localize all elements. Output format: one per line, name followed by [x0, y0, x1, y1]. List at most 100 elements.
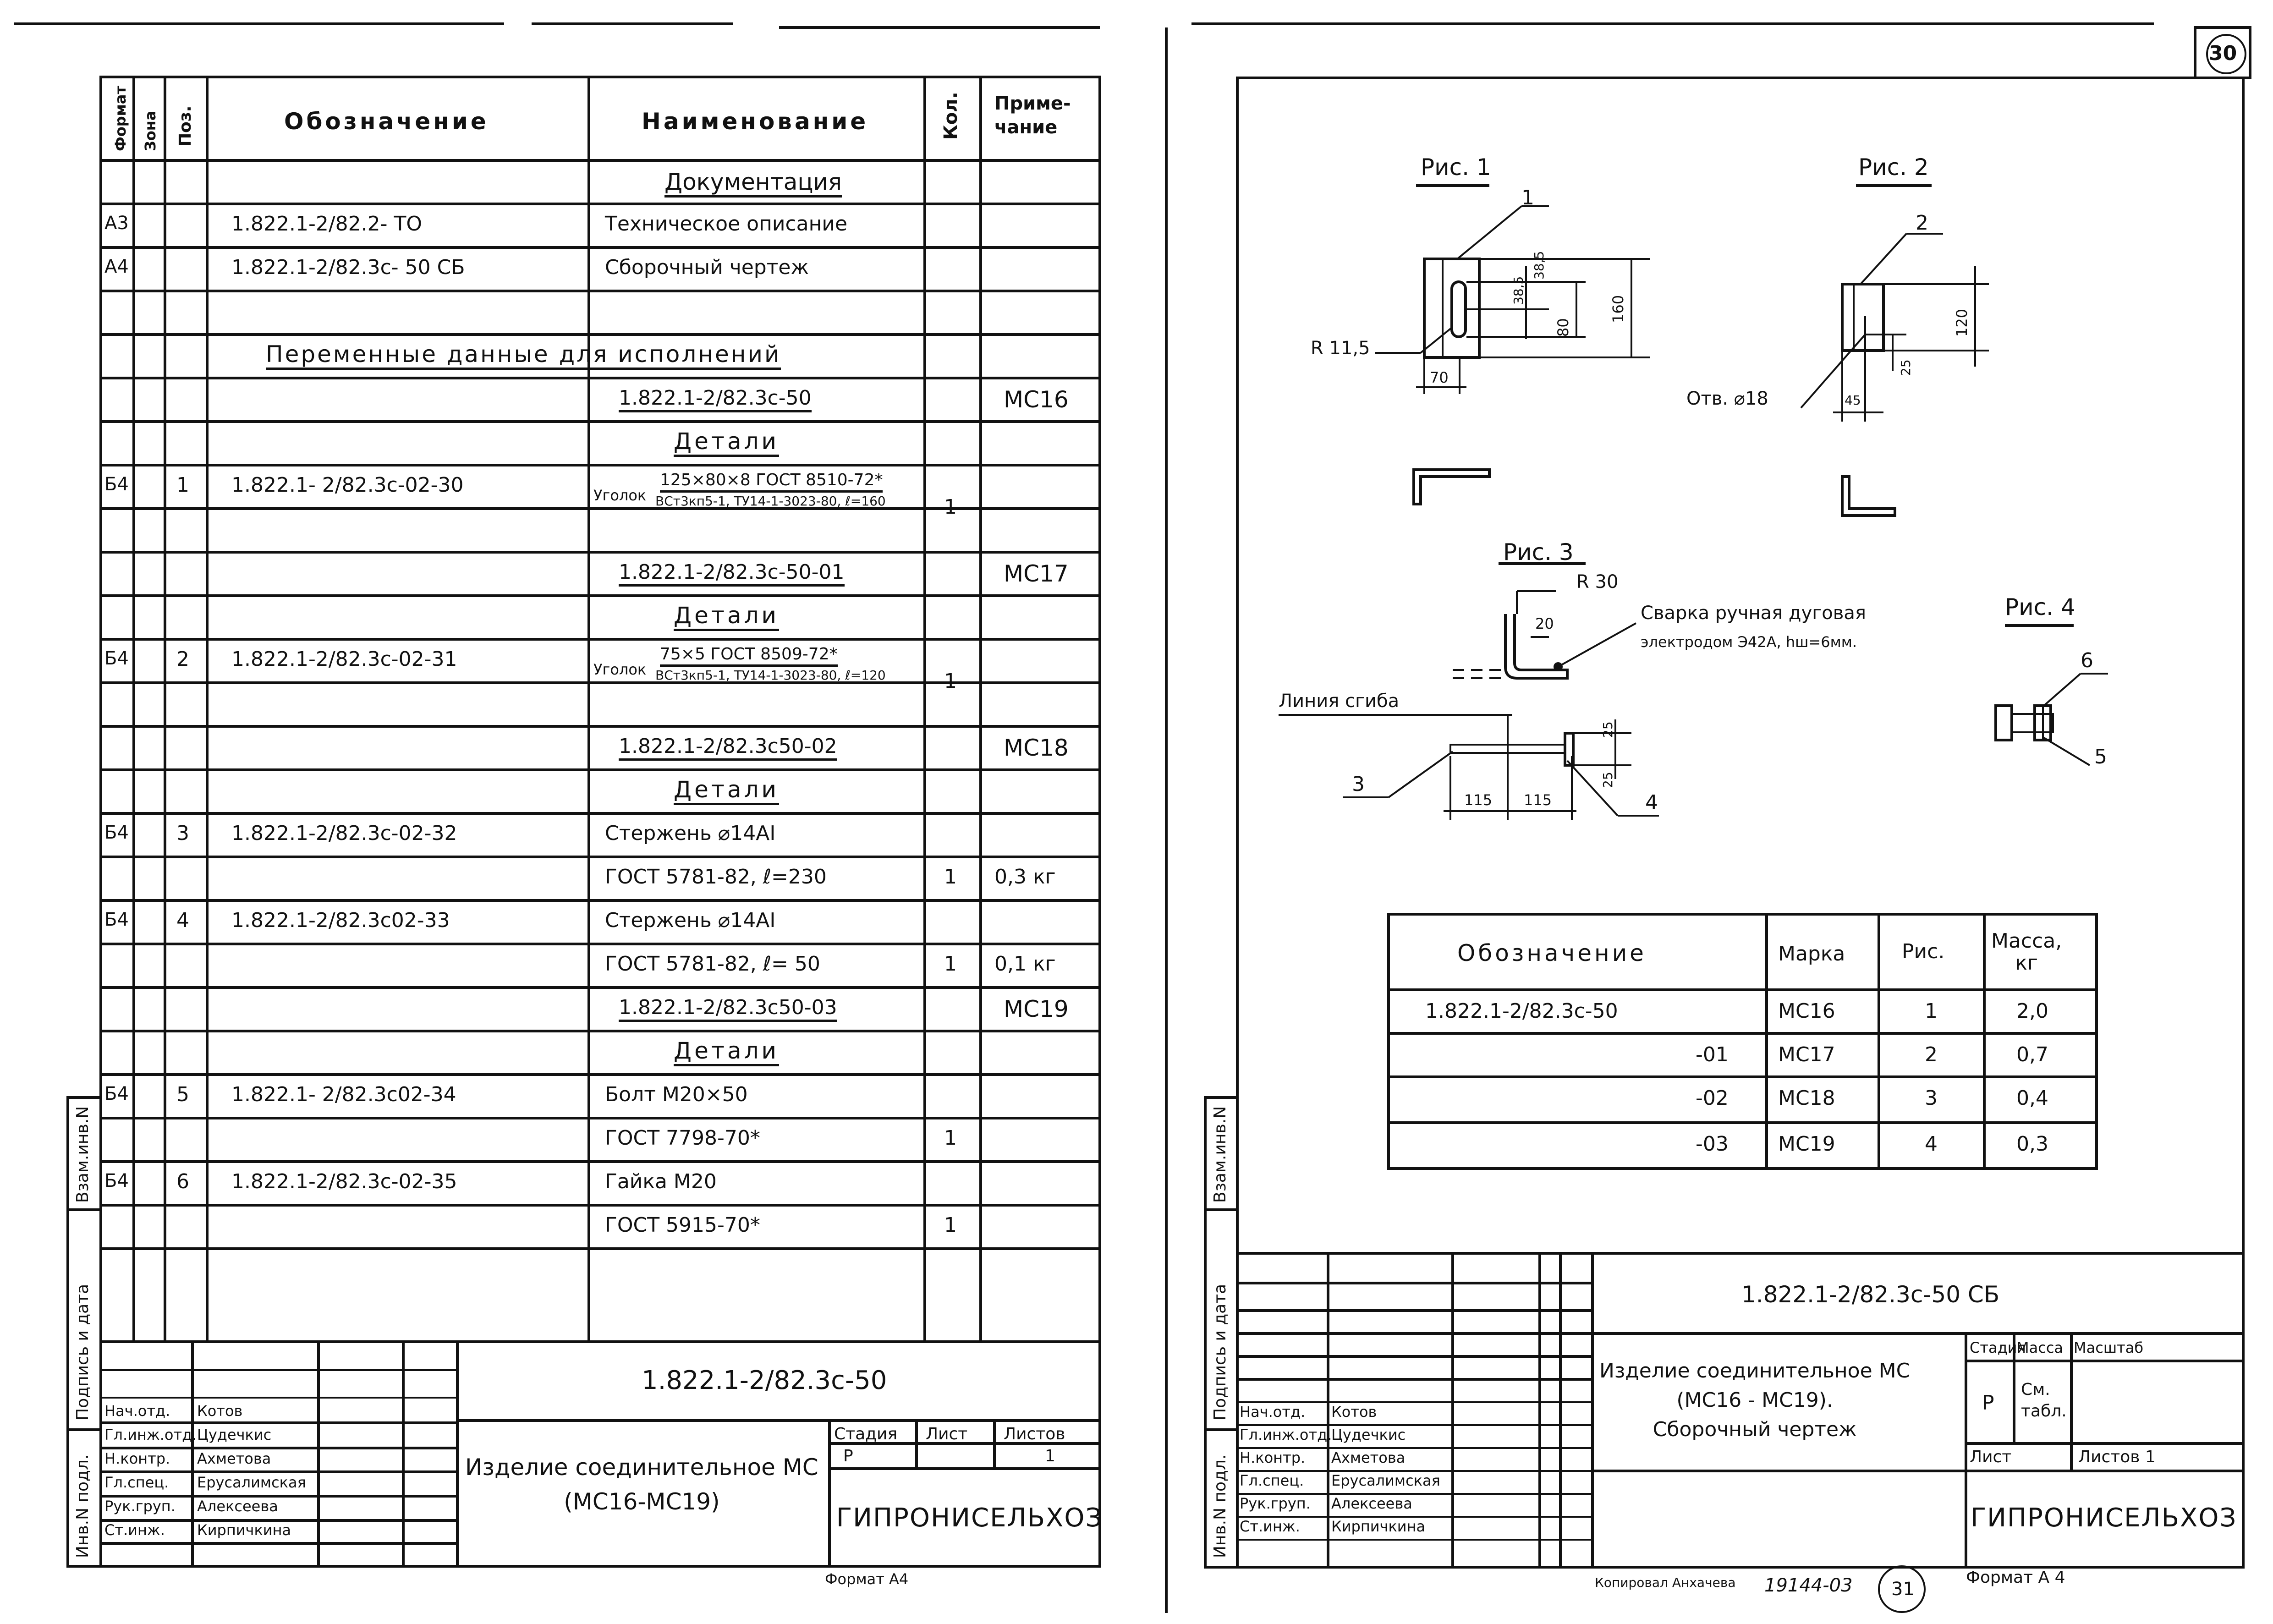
- fig1-dim-b: 38,5: [1532, 251, 1547, 280]
- fig3-title: Рис. 3: [1503, 539, 1574, 565]
- fig3-dim-c: 25: [1600, 721, 1615, 738]
- fig3-dim-b: 115: [1524, 791, 1552, 809]
- right-side-sign: Подпись и дата: [1211, 1284, 1230, 1421]
- header-designation: Обозначение: [284, 108, 489, 135]
- variant-doc: 1.822.1-2/82.3с50-03: [619, 998, 837, 1022]
- variant-details: Детали: [674, 1039, 780, 1066]
- mass-table-h3: Рис.: [1902, 940, 1945, 963]
- staff-role: Н.контр.: [1240, 1449, 1306, 1466]
- staff-name: Алексеева: [197, 1498, 278, 1515]
- row-name2: ГОСТ 5915-70*: [605, 1213, 760, 1237]
- row-name1: Болт М20×50: [605, 1083, 748, 1106]
- fig1-dim-e: 70: [1430, 369, 1449, 386]
- mass-table-cell: МС19: [1778, 1132, 1835, 1156]
- row-designation: 1.822.1- 2/82.3с-02-30: [231, 473, 464, 497]
- row-designation: 1.822.1-2/82.3с-02-31: [231, 647, 457, 671]
- mass-table-cell: 3: [1925, 1086, 1938, 1110]
- row-name2: ГОСТ 5781-82, ℓ=230: [605, 865, 827, 889]
- row-pos: 1: [176, 473, 189, 497]
- variant-note: МС16: [1004, 386, 1069, 413]
- staff-role: Гл.спец.: [1240, 1472, 1304, 1489]
- fig3-bend-line: Линия сгиба: [1279, 691, 1400, 712]
- staff-role: Рук.груп.: [104, 1498, 176, 1515]
- row-qty: 1: [944, 1126, 957, 1150]
- staff-name: Цудечкис: [197, 1426, 272, 1443]
- left-sheet-label: Лист: [926, 1425, 968, 1443]
- left-side-sign: Подпись и дата: [73, 1284, 92, 1421]
- left-format-note: Формат А4: [825, 1570, 909, 1588]
- fig3-dim-a: 115: [1464, 791, 1493, 809]
- staff-name: Ерусалимская: [197, 1474, 306, 1491]
- mass-table-cell: 0,7: [2016, 1043, 2048, 1066]
- mass-table-cell: МС17: [1778, 1043, 1835, 1066]
- mass-table-cell: МС18: [1778, 1086, 1835, 1110]
- row-name-prefix: Уголок: [593, 661, 647, 678]
- staff-name: Цудечкис: [1331, 1426, 1406, 1443]
- fig4-callout6: 6: [2081, 649, 2093, 672]
- fig3-dim-d: 25: [1600, 772, 1615, 788]
- staff-role: Рук.груп.: [1240, 1495, 1311, 1512]
- row-designation: 1.822.1- 2/82.3с02-34: [231, 1083, 456, 1106]
- row-qty: 1: [944, 1213, 957, 1237]
- row-name-prefix: Уголок: [593, 487, 647, 504]
- mass-table-cell: -01: [1696, 1043, 1729, 1066]
- left-stage: Р: [843, 1447, 853, 1465]
- fig2-dim-a: 120: [1953, 308, 1971, 337]
- doc-designation: 1.822.1-2/82.3с- 50 СБ: [231, 256, 465, 279]
- right-page: 31: [1891, 1579, 1915, 1600]
- staff-role: Нач.отд.: [1240, 1403, 1306, 1421]
- left-side-vzam: Взам.инв.N: [73, 1106, 92, 1203]
- fig3-weld2: электродом Э42А, hш=6мм.: [1641, 633, 1857, 651]
- fig1-callout: 1: [1521, 186, 1534, 209]
- right-mass-label: Масса: [2016, 1339, 2064, 1356]
- doc-name: Сборочный чертеж: [605, 256, 809, 279]
- header-qty: Кол.: [940, 92, 961, 140]
- left-code: 1.822.1-2/82.3с-50: [642, 1366, 887, 1395]
- right-stage-label: Стадия: [1970, 1339, 2026, 1356]
- staff-role: Гл.инж.отд.: [104, 1426, 197, 1443]
- right-copied: Копировал Анхачева: [1595, 1575, 1736, 1590]
- left-stage-label: Стадия: [834, 1425, 898, 1443]
- variant-note: МС18: [1004, 735, 1069, 761]
- row-name1: Стержень ⌀14АI: [605, 909, 776, 932]
- staff-name: Ерусалимская: [1331, 1472, 1440, 1489]
- header-format: Формат: [112, 86, 129, 151]
- right-side-inv: Инв.N подл.: [1211, 1454, 1230, 1558]
- mass-table-h2: Марка: [1778, 942, 1845, 966]
- row-name1: Стержень ⌀14АI: [605, 822, 776, 845]
- right-mass: См. табл.: [2021, 1380, 2067, 1421]
- row-pos: 2: [176, 647, 189, 671]
- header-name: Наименование: [642, 108, 869, 135]
- right-sheet-label: Лист: [1970, 1448, 2012, 1466]
- mass-table-cell: 2: [1925, 1043, 1938, 1066]
- header-pos: Поз.: [176, 105, 195, 147]
- left-sheets-label: Листов: [1004, 1425, 1065, 1443]
- fig1-dim-c: 80: [1554, 318, 1572, 337]
- mass-table-h1: Обозначение: [1457, 940, 1647, 966]
- variant-doc: 1.822.1-2/82.3с-50: [619, 388, 812, 412]
- header-zone: Зона: [142, 110, 159, 151]
- mass-table-cell: 1.822.1-2/82.3с-50: [1425, 999, 1618, 1023]
- right-org: ГИПРОНИСЕЛЬХОЗ: [1971, 1503, 2237, 1533]
- staff-role: Нач.отд.: [104, 1402, 170, 1420]
- fig4-title: Рис. 4: [2005, 594, 2075, 620]
- row-name1: Гайка М20: [605, 1170, 717, 1193]
- staff-name: Котов: [197, 1402, 243, 1420]
- right-title: Изделие соединительное МС (МС16 - МС19).…: [1599, 1359, 1911, 1441]
- row-name2: ГОСТ 7798-70*: [605, 1126, 760, 1150]
- row-designation: 1.822.1-2/82.3с02-33: [231, 909, 450, 932]
- row-name2: ГОСТ 5781-82, ℓ= 50: [605, 952, 820, 976]
- row-pos: 3: [176, 822, 189, 845]
- row-format: Б4: [104, 822, 129, 843]
- row-name-top: 125×80×8 ГОСТ 8510-72*: [660, 472, 883, 493]
- variant-details: Детали: [674, 430, 780, 457]
- fig3-dim20: 20: [1535, 615, 1554, 632]
- fig2-callout: 2: [1916, 211, 1928, 235]
- variant-details: Детали: [674, 778, 780, 805]
- row-designation: 1.822.1-2/82.3с-02-35: [231, 1170, 457, 1193]
- mass-table-cell: 1: [1925, 999, 1938, 1023]
- row-qty: 1: [944, 952, 957, 976]
- variant-doc: 1.822.1-2/82.3с-50-01: [619, 562, 845, 587]
- variant-doc: 1.822.1-2/82.3с50-02: [619, 736, 837, 761]
